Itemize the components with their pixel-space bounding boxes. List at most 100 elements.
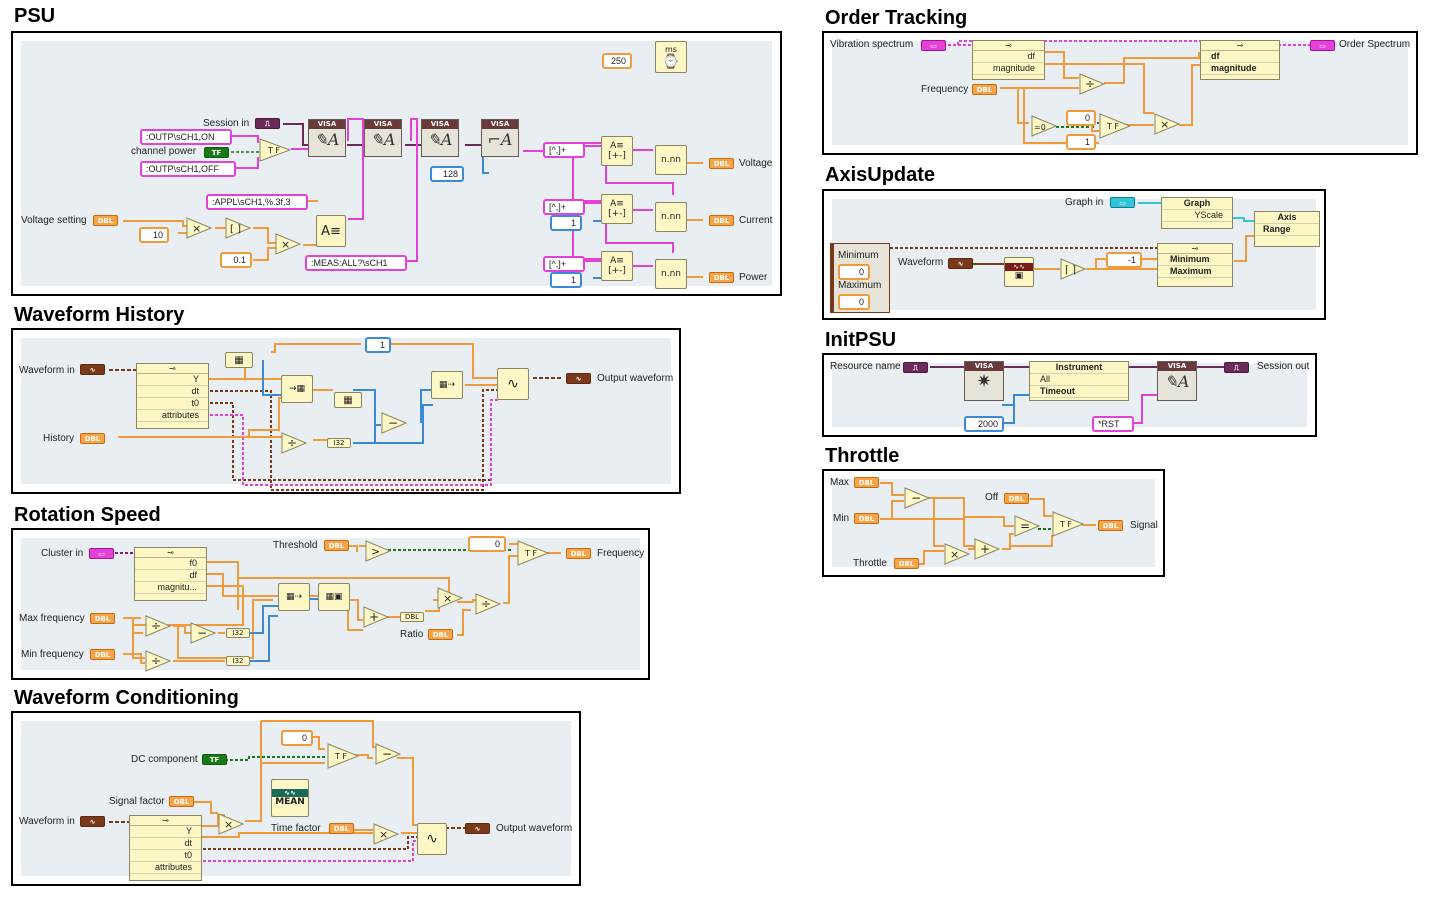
threshold-label: Threshold: [273, 540, 318, 551]
equal-zero-node: =0: [1031, 115, 1058, 140]
svg-text:T F: T F: [334, 752, 347, 761]
order-spectrum-label: Order Spectrum: [1339, 39, 1411, 50]
psu-title: PSU: [14, 5, 56, 27]
voltage-terminal[interactable]: DBL: [709, 158, 734, 169]
waveform-in-terminal[interactable]: ∿: [80, 364, 105, 375]
build-waveform-node: ∿: [497, 368, 529, 400]
signal-terminal[interactable]: DBL: [1098, 520, 1123, 531]
to-dbl-node: DBL: [400, 612, 424, 622]
unbundle-row-y: Y: [130, 826, 201, 838]
waveform-terminal[interactable]: ∿: [948, 258, 973, 269]
const-1-a[interactable]: 1: [550, 215, 582, 231]
signal-factor-terminal[interactable]: DBL: [169, 796, 194, 807]
init-psu-panel: Resource name ⎍ VISA✷ Instrument All Tim…: [822, 353, 1317, 437]
output-waveform-terminal[interactable]: ∿: [465, 823, 490, 834]
const-128[interactable]: 128: [430, 166, 464, 182]
min-frequency-terminal[interactable]: DBL: [90, 649, 115, 660]
graph-row: Graph: [1162, 198, 1232, 210]
divide-max-node: ÷: [145, 615, 172, 640]
waveform-conditioning-title: Waveform Conditioning: [14, 687, 239, 709]
waveform-mini-icon: ∿∿: [1005, 263, 1033, 271]
min-terminal[interactable]: DBL: [854, 513, 879, 524]
session-out-label: Session out: [1257, 361, 1310, 372]
power-terminal[interactable]: DBL: [709, 272, 734, 283]
order-tracking-title: Order Tracking: [825, 7, 968, 29]
vibration-spectrum-terminal[interactable]: ▭: [921, 40, 946, 51]
const-1[interactable]: 1: [1066, 134, 1096, 150]
timeout-constant[interactable]: 2000: [964, 416, 1004, 432]
waveform-history-wires: [109, 343, 561, 491]
svg-text:−: −: [911, 491, 921, 505]
shift-const-1[interactable]: 1: [365, 337, 391, 353]
unbundle-row-df: df: [973, 51, 1044, 63]
regex-1[interactable]: [^,]+: [543, 142, 585, 158]
waveform-in-terminal[interactable]: ∿: [80, 816, 105, 827]
order-spectrum-terminal[interactable]: ▭: [1310, 40, 1335, 51]
select-node: T F: [1052, 511, 1085, 540]
minimum-constant[interactable]: 0: [838, 264, 870, 280]
channel-power-terminal[interactable]: TF: [204, 147, 229, 158]
output-waveform-terminal[interactable]: ∿: [566, 373, 591, 384]
bundle-row-df: df: [1201, 51, 1279, 63]
array-subset-node: ▦⇢: [431, 371, 463, 399]
instrument-row: Instrument: [1030, 362, 1128, 374]
graph-property-node: Graph YScale: [1161, 197, 1233, 229]
mean-label: MEAN: [275, 797, 305, 807]
array-subset-node: ▦⇢: [278, 583, 310, 611]
visa-open-node: VISA✷: [964, 361, 1004, 401]
output-waveform-label: Output waveform: [597, 373, 674, 384]
add-node: +: [974, 538, 1001, 563]
init-psu-title: InitPSU: [825, 329, 897, 351]
divide-min-node: ÷: [145, 650, 172, 675]
off-terminal[interactable]: DBL: [1004, 493, 1029, 504]
const-0[interactable]: 0: [1066, 110, 1096, 126]
frequency-terminal[interactable]: DBL: [566, 548, 591, 559]
const-0-1[interactable]: 0.1: [220, 252, 252, 268]
wait-ms-constant[interactable]: 250: [602, 53, 632, 69]
dc-component-terminal[interactable]: TF: [202, 754, 227, 765]
rotation-speed-panel: Cluster in ▭ ⊸ f0 df magnitu... Threshol…: [11, 528, 650, 680]
threshold-terminal[interactable]: DBL: [324, 540, 349, 551]
time-factor-terminal[interactable]: DBL: [329, 823, 354, 834]
waveform-conditioning-wires: [109, 720, 465, 862]
const-10[interactable]: 10: [139, 227, 169, 243]
all-row[interactable]: All: [1030, 374, 1128, 386]
max-terminal[interactable]: DBL: [854, 477, 879, 488]
current-terminal[interactable]: DBL: [709, 215, 734, 226]
frequency-terminal[interactable]: DBL: [972, 84, 997, 95]
max-frequency-terminal[interactable]: DBL: [90, 613, 115, 624]
unbundle-waveform-node: ⊸ Y dt t0 attributes: [129, 815, 202, 881]
throttle-label: Throttle: [853, 558, 887, 569]
regex-2[interactable]: [^,]+: [543, 199, 585, 215]
session-out-terminal[interactable]: ⎍: [1224, 362, 1249, 373]
voltage-setting-terminal[interactable]: DBL: [93, 215, 118, 226]
cluster-in-terminal[interactable]: ▭: [89, 548, 114, 559]
rst-constant[interactable]: *RST: [1092, 416, 1134, 432]
const-1-b[interactable]: 1: [550, 272, 582, 288]
svg-text:÷: ÷: [151, 619, 161, 633]
svg-text:>: >: [371, 545, 380, 558]
appl-format-constant[interactable]: :APPL\sCH1,%.3f,3: [206, 194, 308, 210]
visa-read-node: VISA⌐A: [481, 119, 519, 157]
mean-graph-icon: ∿∿: [272, 789, 308, 797]
regex-3[interactable]: [^,]+: [543, 256, 585, 272]
graph-in-terminal[interactable]: ▭: [1110, 197, 1135, 208]
maximum-constant[interactable]: 0: [838, 294, 870, 310]
throttle-terminal[interactable]: DBL: [894, 558, 919, 569]
build-array-node: →▦: [281, 375, 313, 403]
order-tracking-panel: Vibration spectrum ▭ ⊸ df magnitude Freq…: [822, 31, 1418, 155]
multiply-node: ×: [944, 543, 971, 568]
const-0[interactable]: 0: [468, 536, 506, 552]
outp-on-constant[interactable]: :OUTP\sCH1,ON: [140, 129, 232, 145]
meas-constant[interactable]: :MEAS:ALL?\sCH1: [305, 255, 407, 271]
minimum-label: Minimum: [838, 250, 879, 261]
resource-name-terminal[interactable]: ⎍: [903, 362, 928, 373]
session-in-terminal[interactable]: ⎍: [255, 118, 280, 129]
svg-text:=: =: [1020, 519, 1030, 533]
const-neg1[interactable]: -1: [1106, 252, 1142, 268]
ratio-terminal[interactable]: DBL: [428, 629, 453, 640]
const-0[interactable]: 0: [281, 730, 313, 746]
history-terminal[interactable]: DBL: [80, 433, 105, 444]
array-size2-node: ▦: [334, 392, 362, 408]
outp-off-constant[interactable]: :OUTP\sCH1,OFF: [140, 161, 236, 177]
